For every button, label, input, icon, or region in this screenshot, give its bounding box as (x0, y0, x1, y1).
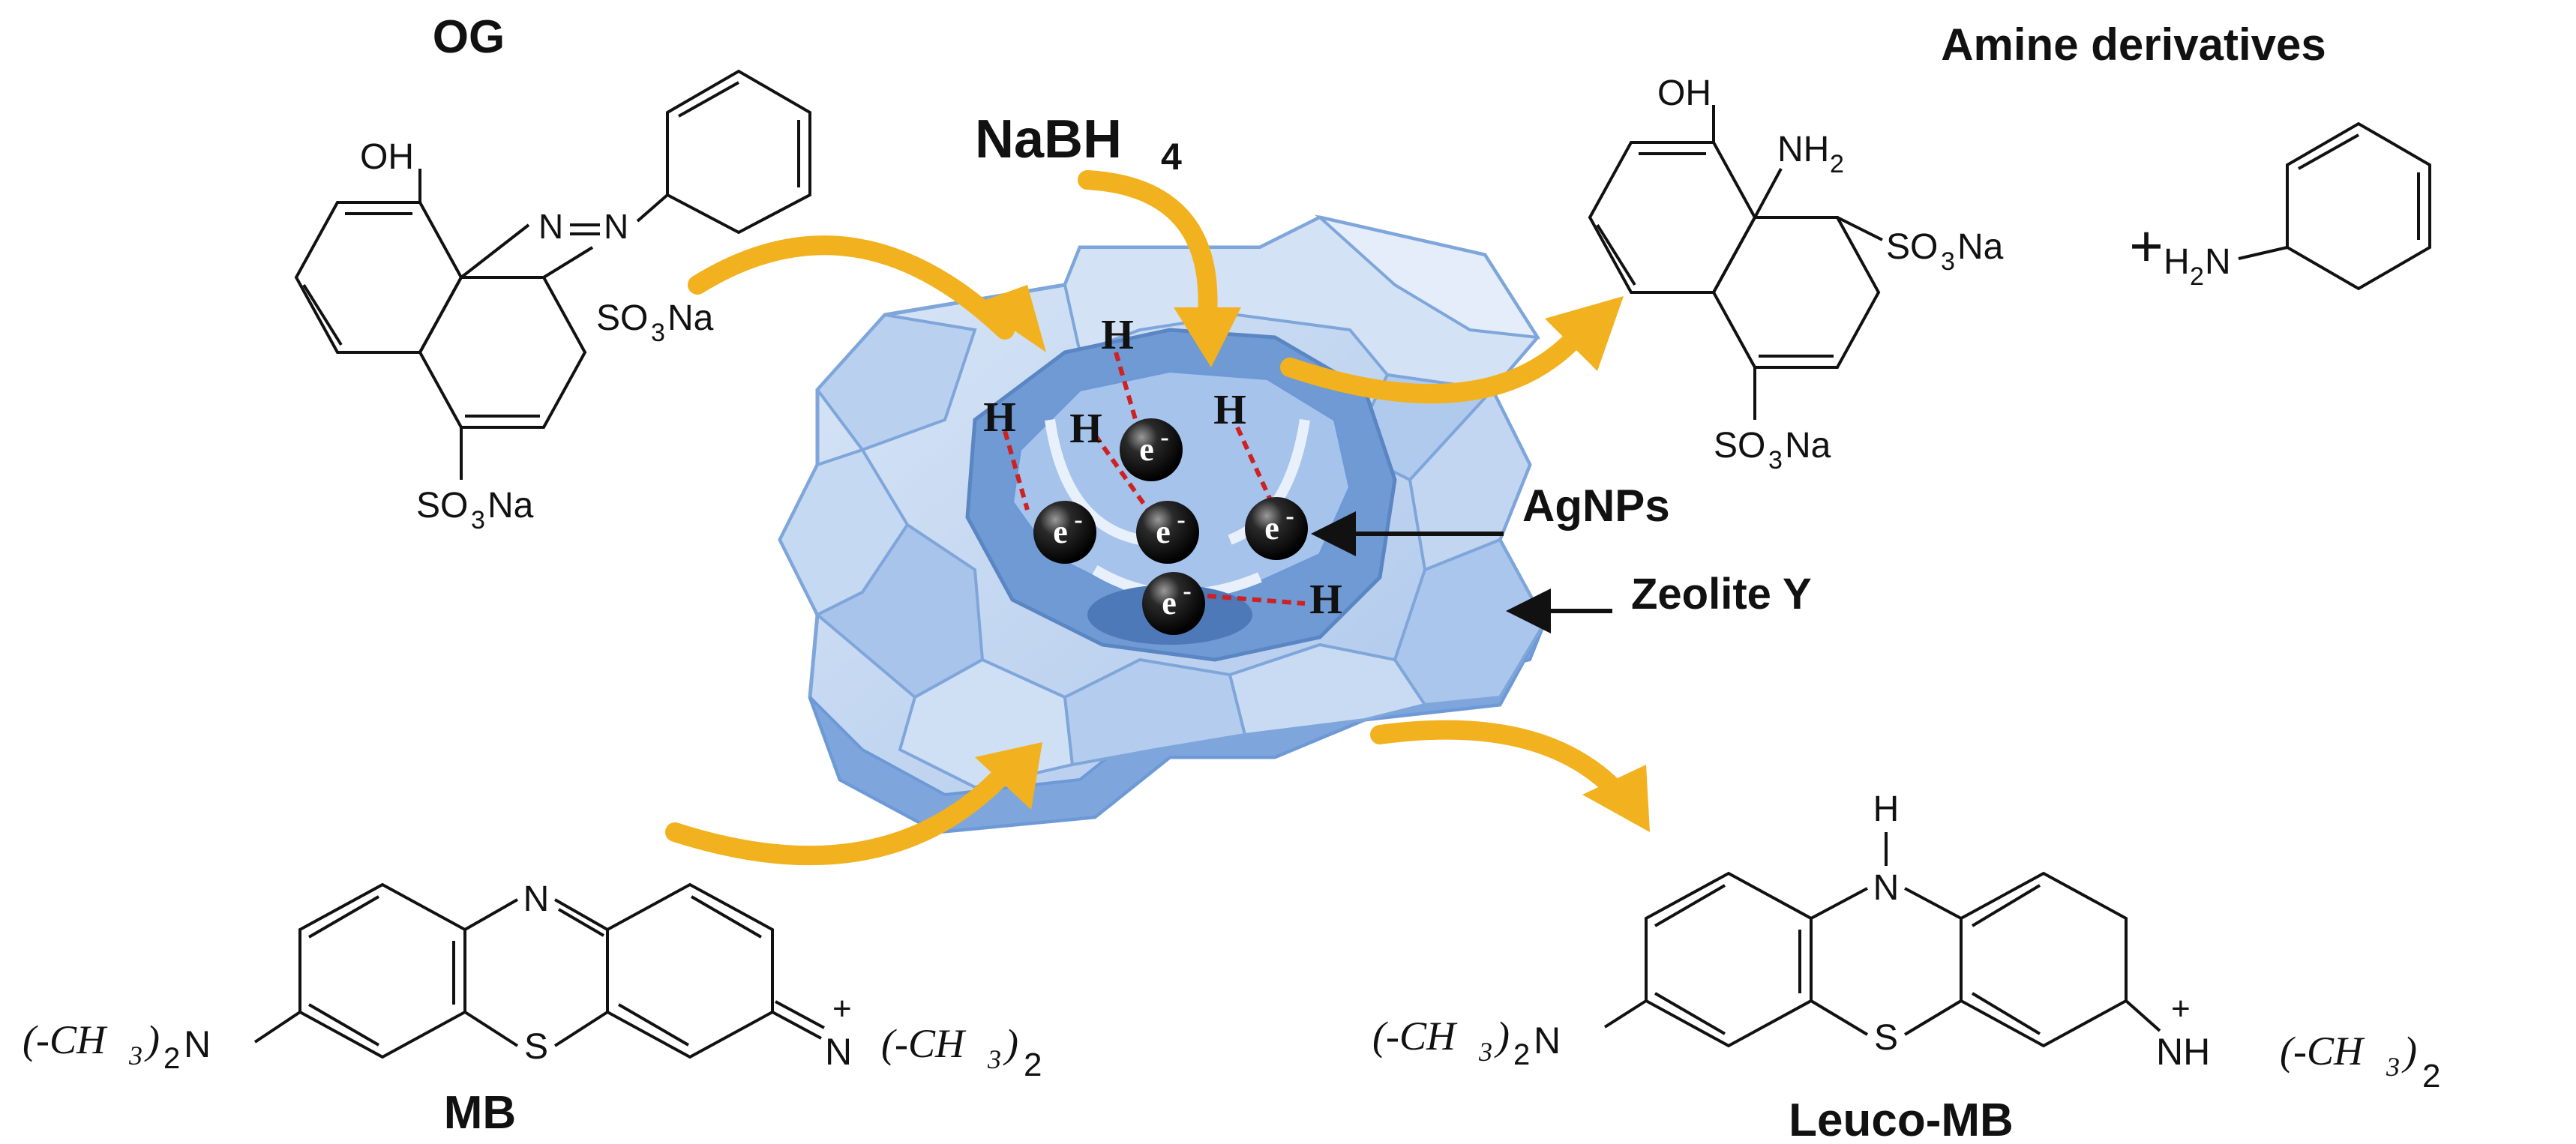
svg-text:N: N (523, 879, 550, 919)
svg-text:SO: SO (1886, 227, 1938, 267)
electron: e - (1245, 497, 1308, 560)
svg-text:S: S (524, 1027, 548, 1067)
svg-text:): ) (144, 1017, 160, 1062)
svg-text:Na: Na (1785, 426, 1831, 466)
svg-text:(-CH: (-CH (881, 1021, 967, 1066)
svg-text:): ) (2401, 1029, 2417, 1074)
svg-text:3: 3 (651, 319, 665, 347)
amine-labels: OH NH 2 SO 3 Na SO 3 Na H 2 N (1657, 73, 2231, 475)
svg-text:(-CH: (-CH (22, 1017, 108, 1062)
svg-text:e: e (1139, 431, 1154, 468)
amine-title: Amine derivatives (1941, 19, 2326, 70)
svg-text:N: N (1534, 1020, 1561, 1062)
svg-text:3: 3 (128, 1041, 142, 1071)
svg-text:Zeolite Y: Zeolite Y (1631, 570, 1812, 618)
arrow-cage-to-leuco (1370, 720, 1630, 804)
svg-text:H: H (1873, 789, 1900, 829)
arrow-nabh4-to-cage (1078, 170, 1218, 325)
svg-text:2: 2 (2422, 1058, 2440, 1095)
leuco-structure (1603, 832, 2161, 1048)
leuco-title: Leuco-MB (1789, 1095, 2014, 1144)
svg-text:e: e (1053, 514, 1068, 550)
agnps-pointer: AgNPs (1311, 481, 1670, 556)
svg-text:): ) (1494, 1014, 1510, 1059)
svg-text:3: 3 (1768, 446, 1783, 475)
yellow-arrows (665, 170, 1650, 866)
hydrogen-atom: H (1069, 406, 1102, 452)
arrow-og-to-cage (688, 235, 1015, 340)
svg-text:e: e (1264, 510, 1279, 547)
arrow-mb-to-cage (665, 762, 1015, 866)
plus-sign: + (2129, 213, 2164, 279)
svg-text:SO: SO (1714, 426, 1765, 466)
svg-text:N: N (184, 1023, 211, 1065)
svg-text:3: 3 (1941, 247, 1955, 276)
hydrogen-atom: H (1213, 387, 1246, 433)
og-labels: OH N N SO 3 Na SO 3 Na (360, 137, 714, 535)
mb-structure (253, 882, 825, 1059)
svg-text:N: N (2205, 242, 2231, 282)
electron-particles: e - e - e - e - e - (1033, 418, 1308, 635)
svg-text:e: e (1156, 514, 1171, 550)
electron: e - (1120, 418, 1183, 481)
svg-text:N: N (825, 1031, 852, 1073)
svg-text:(-CH: (-CH (1372, 1014, 1458, 1059)
svg-text:-: - (1177, 506, 1185, 534)
svg-text:OH: OH (1657, 73, 1711, 113)
amine-structure (1588, 105, 2431, 420)
electron: e - (1136, 501, 1199, 564)
zeolite-pointer: Zeolite Y (1506, 570, 1812, 633)
svg-text:Na: Na (1957, 227, 2004, 267)
svg-text:H: H (2164, 242, 2190, 282)
mb-labels: N S (-CH 3 ) 2 N N + (-CH 3 ) 2 (22, 879, 1042, 1083)
svg-text:2: 2 (1830, 150, 1844, 178)
svg-text:+: + (2171, 990, 2191, 1027)
svg-text:-: - (1183, 577, 1191, 605)
svg-text:3: 3 (1478, 1037, 1492, 1067)
og-structure (294, 69, 811, 480)
svg-text:3: 3 (2386, 1052, 2400, 1082)
electron: e - (1142, 572, 1205, 635)
svg-text:-: - (1285, 502, 1294, 530)
svg-text:Na: Na (667, 298, 714, 338)
nabh4-label: NaBH 4 (975, 109, 1182, 178)
leuco-labels: H N S (-CH 3 ) 2 N NH + (-CH 3 ) 2 (1372, 789, 2440, 1095)
electron: e - (1033, 501, 1096, 564)
svg-text:4: 4 (1161, 136, 1182, 178)
svg-text:AgNPs: AgNPs (1522, 481, 1670, 531)
svg-text:N: N (538, 207, 563, 246)
hydrogen-atom: H (1309, 576, 1342, 623)
svg-text:): ) (1003, 1021, 1018, 1066)
arrow-cage-to-amine (1280, 320, 1592, 404)
svg-text:-: - (1160, 424, 1168, 451)
svg-text:3: 3 (471, 506, 485, 535)
svg-text:2: 2 (1513, 1038, 1530, 1071)
svg-text:NH: NH (1777, 130, 1829, 169)
hydrogen-atom: H (983, 394, 1016, 441)
svg-text:S: S (1874, 1018, 1898, 1058)
hydrogen-atoms: H H H H H (983, 312, 1342, 623)
svg-text:3: 3 (987, 1044, 1001, 1074)
svg-text:Na: Na (487, 486, 534, 526)
svg-text:2: 2 (163, 1042, 180, 1075)
svg-text:e: e (1162, 585, 1177, 621)
svg-text:OH: OH (360, 137, 414, 177)
zeolite-y-cage (778, 214, 1547, 834)
svg-text:NaBH: NaBH (975, 109, 1122, 169)
mb-title: MB (444, 1087, 516, 1139)
svg-text:2: 2 (1024, 1047, 1042, 1083)
svg-text:2: 2 (2190, 262, 2204, 291)
og-title: OG (433, 11, 505, 63)
svg-text:-: - (1074, 506, 1082, 534)
svg-text:N: N (604, 207, 628, 246)
svg-text:+: + (832, 990, 852, 1027)
svg-text:NH: NH (2156, 1031, 2210, 1073)
svg-text:SO: SO (416, 486, 468, 526)
hydrogen-atom: H (1101, 312, 1134, 358)
svg-text:N: N (1873, 868, 1900, 908)
svg-text:SO: SO (596, 298, 648, 338)
svg-text:(-CH: (-CH (2280, 1029, 2365, 1074)
